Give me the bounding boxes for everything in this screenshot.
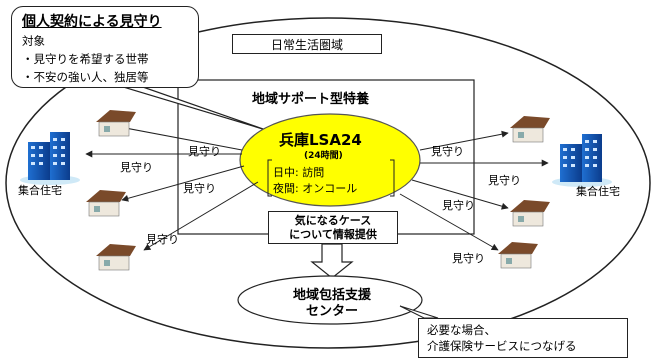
watch-label: 見守り bbox=[183, 182, 216, 195]
watch-label: 見守り bbox=[488, 174, 521, 187]
apartment-label-left: 集合住宅 bbox=[18, 184, 62, 197]
house-icon bbox=[510, 116, 550, 143]
callout-target-label: 対象 bbox=[22, 34, 45, 48]
watch-arrow bbox=[399, 193, 499, 251]
watch-label: 見守り bbox=[188, 145, 221, 158]
watch-arrow bbox=[411, 179, 509, 210]
house-icon bbox=[498, 242, 538, 269]
watch-arrow bbox=[419, 130, 509, 151]
house-icon bbox=[96, 244, 136, 271]
note-line: 必要な場合、 bbox=[427, 323, 496, 337]
note-box: 必要な場合、 介護保険サービスにつなげる bbox=[418, 318, 628, 358]
info-provision-box: 気になるケース について情報提供 bbox=[268, 211, 398, 244]
support-center-line: センター bbox=[305, 304, 358, 319]
apartment-label-right: 集合住宅 bbox=[576, 185, 620, 198]
info-arrow bbox=[310, 243, 354, 279]
lsa-name: 兵庫LSA24 bbox=[279, 131, 362, 149]
note-line: 介護保険サービスにつなげる bbox=[427, 339, 577, 353]
lsa-night: 夜間: オンコール bbox=[273, 182, 358, 195]
lsa-bracket bbox=[267, 159, 395, 197]
callout-item: ・不安の強い人、独居等 bbox=[22, 70, 149, 84]
watch-arrow bbox=[119, 124, 243, 151]
lsa-ellipse bbox=[239, 113, 421, 207]
info-line: 気になるケース bbox=[294, 214, 372, 227]
watch-arrow bbox=[143, 181, 259, 251]
support-center-ellipse bbox=[237, 275, 423, 325]
callout-title: 個人契約による見守り bbox=[22, 14, 162, 30]
lsa-day: 日中: 訪問 bbox=[273, 166, 325, 179]
watch-label: 見守り bbox=[431, 145, 464, 158]
watch-label: 見守り bbox=[452, 252, 485, 265]
daily-area-ellipse bbox=[5, 17, 651, 349]
individual-contract-callout: 個人契約による見守り 対象 ・見守りを希望する世帯 ・不安の強い人、独居等 bbox=[11, 6, 199, 88]
callout-item: ・見守りを希望する世帯 bbox=[22, 52, 149, 66]
house-icon bbox=[96, 110, 136, 137]
info-line: について情報提供 bbox=[289, 228, 377, 241]
watch-label: 見守り bbox=[442, 199, 475, 212]
house-icon bbox=[510, 200, 550, 227]
apartment-building-icon bbox=[20, 132, 80, 185]
watch-arrow bbox=[121, 165, 245, 202]
project-title: 地域サポート型特養 bbox=[252, 92, 370, 107]
apartment-building-icon bbox=[552, 134, 612, 187]
daily-area-label: 日常生活圏域 bbox=[232, 34, 382, 54]
callout-pointer bbox=[119, 85, 267, 131]
support-center-line: 地域包括支援 bbox=[292, 288, 371, 303]
watch-label: 見守り bbox=[146, 233, 179, 246]
watch-label: 見守り bbox=[120, 161, 153, 174]
lsa-hours: (24時間) bbox=[304, 151, 343, 161]
house-icon bbox=[86, 190, 126, 217]
